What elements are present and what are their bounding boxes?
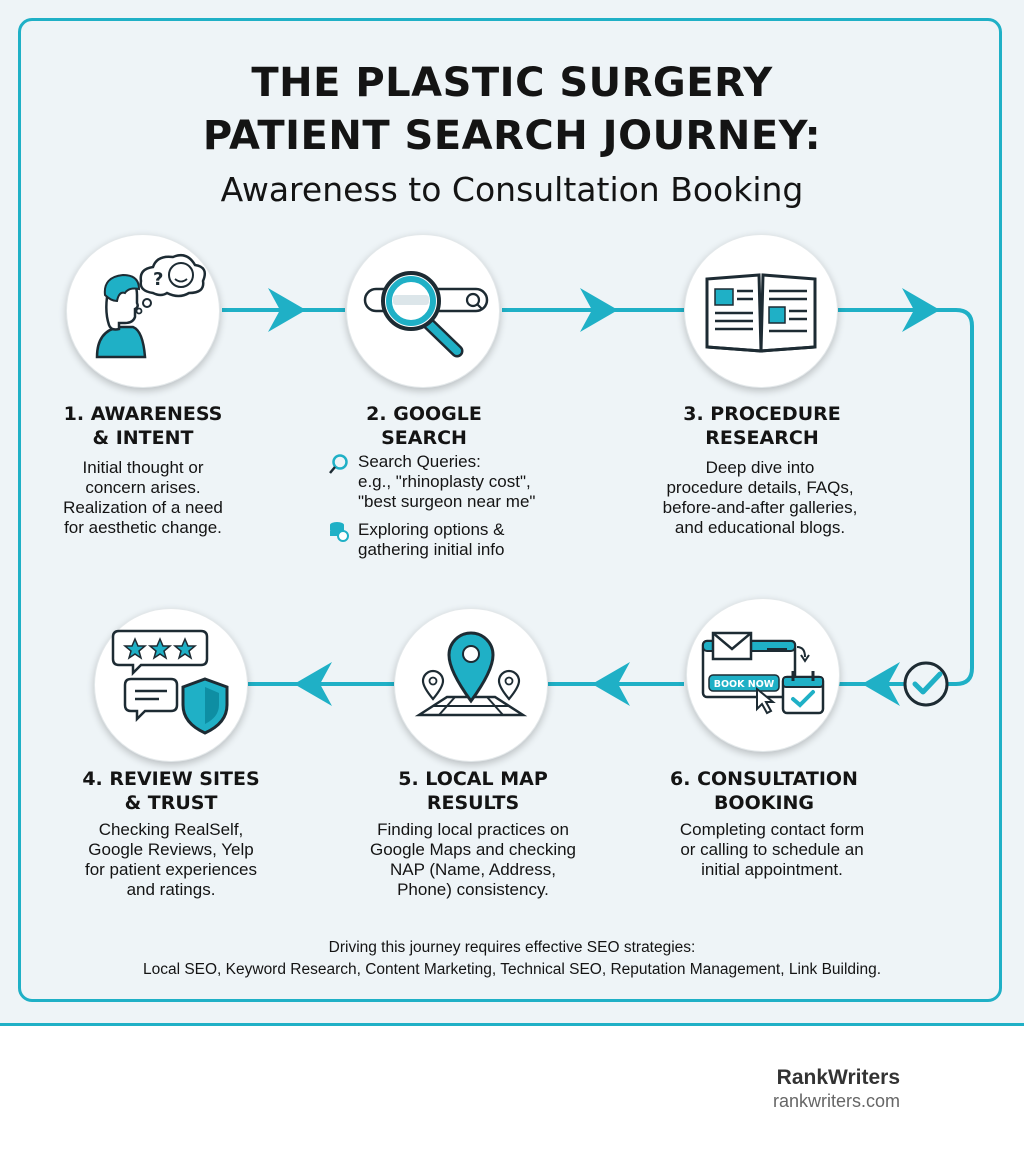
arrow-right-icon bbox=[902, 288, 940, 332]
book-now-button-label: BOOK NOW bbox=[714, 679, 775, 690]
step-5-icon-circle bbox=[394, 608, 548, 762]
open-book-icon bbox=[705, 273, 817, 353]
brand-name: RankWriters bbox=[776, 1066, 900, 1089]
step-4-icon-circle bbox=[94, 608, 248, 762]
booking-calendar-icon: BOOK NOW bbox=[701, 631, 825, 715]
title-line-2: PATIENT SEARCH JOURNEY: bbox=[202, 113, 822, 159]
step-2-bullets: Search Queries: e.g., "rhinoplasty cost"… bbox=[328, 452, 558, 568]
step-1-icon-circle: ? bbox=[66, 234, 220, 388]
checkmark-badge-icon bbox=[903, 661, 949, 707]
brand-block: RankWriters rankwriters.com bbox=[773, 1066, 900, 1112]
info-stack-icon bbox=[330, 522, 349, 542]
step-6-icon-circle: BOOK NOW bbox=[686, 598, 840, 752]
thinking-person-icon: ? bbox=[95, 254, 206, 359]
footer-line-1: Driving this journey requires effective … bbox=[328, 939, 696, 956]
brand-url-link[interactable]: rankwriters.com bbox=[772, 1091, 900, 1111]
bottom-divider bbox=[0, 1023, 1024, 1026]
arrow-left-icon bbox=[294, 662, 332, 706]
step-3-icon-circle bbox=[684, 234, 838, 388]
subtitle: Awareness to Consultation Booking bbox=[220, 170, 804, 209]
arrow-left-icon bbox=[592, 662, 630, 706]
svg-text:?: ? bbox=[153, 269, 163, 290]
step-4-description: Checking RealSelf,Google Reviews, Yelp f… bbox=[85, 820, 257, 899]
arrow-right-icon bbox=[580, 288, 618, 332]
search-icon bbox=[329, 454, 348, 474]
arrow-right-icon bbox=[268, 288, 306, 332]
reviews-shield-icon bbox=[111, 629, 229, 735]
arrow-left-icon bbox=[862, 662, 900, 706]
exploring-options-bullet: Exploring options & gathering initial in… bbox=[328, 520, 558, 560]
magnifier-search-bar-icon bbox=[363, 271, 489, 358]
step-1-title: 1. AWARENESS& INTENT bbox=[63, 403, 223, 449]
infographic-frame bbox=[18, 18, 1002, 1002]
search-queries-bullet: Search Queries: e.g., "rhinoplasty cost"… bbox=[328, 452, 558, 512]
step-4-title: 4. REVIEW SITES& TRUST bbox=[82, 768, 260, 814]
journey-flow-connectors bbox=[222, 288, 974, 707]
title-line-1: THE PLASTIC SURGERY bbox=[251, 60, 773, 106]
map-pin-icon bbox=[414, 631, 528, 717]
infographic-panel bbox=[0, 0, 1024, 1024]
step-2-icon-circle bbox=[346, 234, 500, 388]
footer-line-2: Local SEO, Keyword Research, Content Mar… bbox=[142, 961, 882, 978]
